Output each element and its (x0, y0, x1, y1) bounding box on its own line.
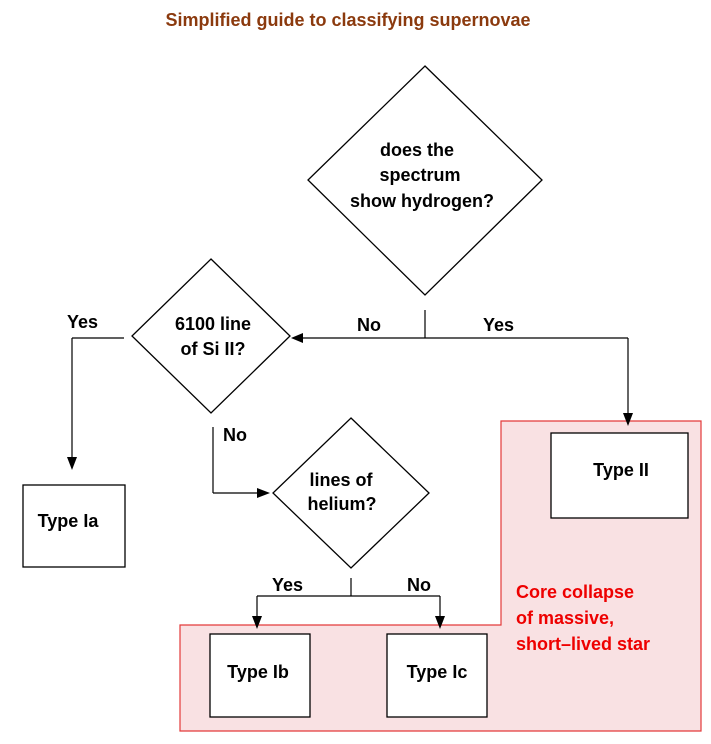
edge-hydrogen-branches: No Yes (291, 310, 633, 426)
diagram-title: Simplified guide to classifying supernov… (165, 10, 530, 30)
edge-si-no: No (212, 425, 270, 498)
edge-si-no-label: No (223, 425, 247, 445)
edge-helium-no-label: No (407, 575, 431, 595)
type-ic-box (386, 633, 488, 718)
type-ii-label: Type II (593, 460, 649, 480)
type-ib-node: Type Ib (209, 633, 311, 718)
hydrogen-decision-line-1: does the (380, 140, 454, 160)
core-collapse-label: Core collapse of massive, short–lived st… (516, 582, 650, 654)
si-decision-line-1: 6100 line (175, 314, 251, 334)
core-collapse-label-line-2: of massive, (516, 608, 614, 628)
edge-hydrogen-yes-label: Yes (483, 315, 514, 335)
hydrogen-decision-line-3: show hydrogen? (350, 191, 494, 211)
edge-hydrogen-no-label: No (357, 315, 381, 335)
hydrogen-decision-node: does the spectrum show hydrogen? (307, 65, 543, 296)
helium-decision-line-2: helium? (307, 494, 376, 514)
edge-si-yes-label: Yes (67, 312, 98, 332)
si-decision-line-2: of Si II? (181, 339, 246, 359)
edge-helium-no-arrowhead (435, 616, 445, 629)
edge-hydrogen-yes-arrowhead (623, 413, 633, 426)
type-ic-label: Type Ic (407, 662, 468, 682)
si-decision-node: 6100 line of Si II? (131, 258, 291, 414)
type-ii-box (550, 432, 689, 519)
helium-decision-node: lines of helium? (272, 417, 430, 569)
helium-decision-diamond (272, 417, 430, 569)
si-decision-diamond (131, 258, 291, 414)
core-collapse-label-line-1: Core collapse (516, 582, 634, 602)
type-ia-label: Type Ia (38, 511, 100, 531)
edge-si-yes-arrowhead (67, 457, 77, 470)
type-ib-box (209, 633, 311, 718)
edge-si-yes: Yes (67, 312, 124, 470)
type-ia-node: Type Ia (22, 484, 126, 568)
edge-helium-branches: Yes No (252, 575, 445, 629)
edge-helium-yes-label: Yes (272, 575, 303, 595)
type-ia-box (22, 484, 126, 568)
type-ii-node: Type II (550, 432, 689, 519)
edge-hydrogen-no-arrowhead (291, 333, 303, 343)
edge-si-no-arrowhead (257, 488, 270, 498)
hydrogen-decision-line-2: spectrum (379, 165, 460, 185)
type-ic-node: Type Ic (386, 633, 488, 718)
type-ib-label: Type Ib (227, 662, 289, 682)
helium-decision-line-1: lines of (309, 470, 373, 490)
edge-helium-yes-arrowhead (252, 616, 262, 629)
core-collapse-label-line-3: short–lived star (516, 634, 650, 654)
hydrogen-decision-diamond (307, 65, 543, 296)
